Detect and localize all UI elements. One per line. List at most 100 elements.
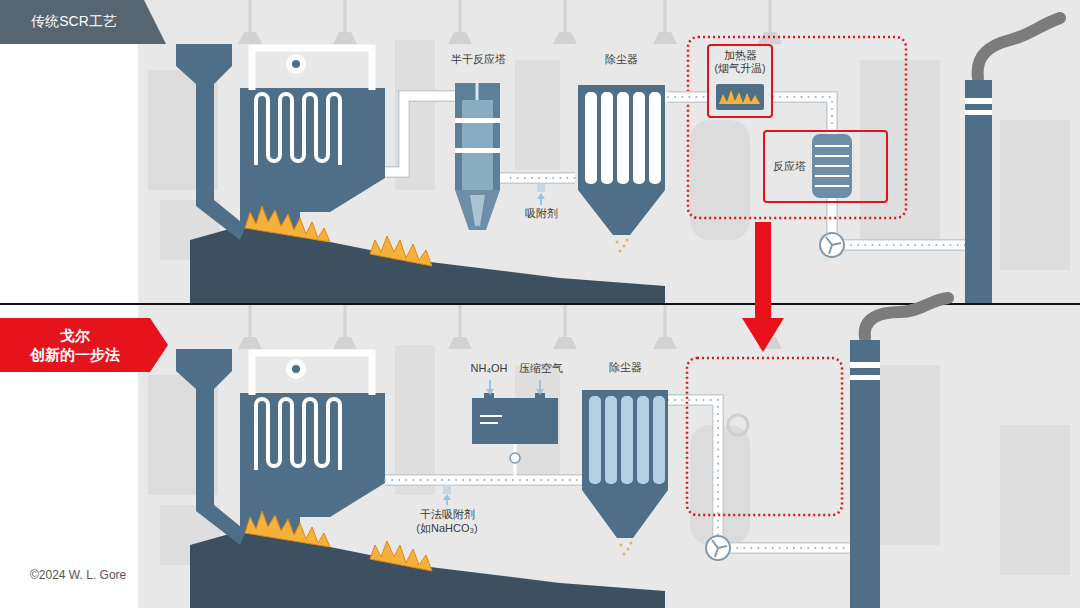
transition-arrow [742,318,784,352]
sorbent-injection [537,183,545,205]
illustration [138,0,1080,303]
annotation-label: 吸附剂 [525,207,558,221]
baghouse [633,92,645,184]
stack [865,298,948,338]
reactor-illustration [812,134,852,198]
flue-duct [385,479,582,481]
illustration [138,305,1080,608]
tab-shape [0,0,166,44]
stack [965,110,992,115]
stack [965,80,992,303]
annotation-label: 干法吸附剂 (如NaHCO₃) [416,508,477,536]
duct-outline [773,97,832,130]
tab-shape [0,318,168,372]
flue-duct [511,178,576,179]
node-label: 除尘器 [605,53,638,67]
node-label: 半干反应塔 [451,53,506,67]
reactor-illustration [815,145,849,147]
copyright-note: ©2024 W. L. Gore [30,568,126,583]
node-label: 反应塔 [773,160,806,174]
fan-symbol [826,237,841,254]
fan-symbol [712,540,727,557]
flue-duct [730,542,850,554]
flue-duct [668,97,707,98]
baghouse: 除尘器 [575,53,668,245]
flue-duct [730,547,850,549]
fan-symbol [706,536,730,560]
sorbent-injection [537,193,545,199]
fan-symbol [820,233,844,257]
semi-dry-tower [462,100,493,190]
baghouse [589,396,601,484]
flue-duct [773,97,832,130]
flue-duct [668,400,718,536]
baghouse [623,553,626,556]
semi-dry-tower [455,83,500,230]
baghouse [616,241,619,244]
heater-box: 加热器 (烟气升温) [707,44,773,118]
baghouse [627,548,630,551]
retrofit-region [688,37,906,218]
fan-symbol [820,233,844,257]
reactor-box: 反应塔 [763,130,888,203]
ammonia-injection-unit [472,398,558,444]
duct-particles [668,96,707,98]
flue-duct [668,93,707,102]
transition-arrow [755,222,771,320]
duct-particles [511,177,576,179]
ammonia-injection-unit [486,389,494,395]
node-label: 除尘器 [609,361,642,375]
baghouse [601,92,613,184]
baghouse [621,396,633,484]
transition-arrow [742,222,784,352]
flue-duct [826,198,838,233]
stack [978,18,1060,78]
baghouse [605,396,617,484]
baghouse: 除尘器 [579,361,672,545]
flue-duct [511,174,576,183]
fan-symbol [706,536,730,560]
heater-illustration [716,84,764,110]
stack [965,18,1060,303]
semi-dry-tower [455,190,500,230]
heater-illustration [719,90,760,104]
section-tab: 传统SCR工艺 [0,0,166,44]
sorbent-injection [540,198,542,205]
flue-duct [844,244,965,246]
flue-duct [828,198,837,233]
duct-particles [773,97,832,130]
baghouse [582,490,668,538]
ammonia-injection-unit [472,380,558,476]
baghouse [578,190,665,235]
flue-duct [773,97,832,130]
ammonia-injection-unit [480,422,498,424]
tab-shape [0,318,168,372]
flue-duct [385,96,965,245]
heater-illustration [716,84,764,110]
semi-dry-tower [455,83,500,190]
ammonia-injection-unit [480,415,502,417]
stack [850,362,880,368]
background-valve [728,415,748,435]
semi-dry-tower [470,195,485,226]
ammonia-injection-unit [536,389,544,395]
connector-group [511,97,833,178]
duct-outline [668,91,707,103]
reactor-illustration [812,134,852,198]
baghouse [653,396,665,484]
flue-duct [385,474,582,486]
reactor-illustration [815,146,849,186]
reactor-illustration [815,175,849,177]
illustration [176,44,665,303]
baghouse [582,390,668,556]
reactor-illustration [815,165,849,167]
removed-region [687,358,842,515]
baghouse [623,245,626,248]
illustration [176,349,665,608]
flue-duct [385,476,582,485]
semi-dry-tower [455,148,500,153]
duct-outline [511,172,576,184]
baghouse [617,92,629,184]
